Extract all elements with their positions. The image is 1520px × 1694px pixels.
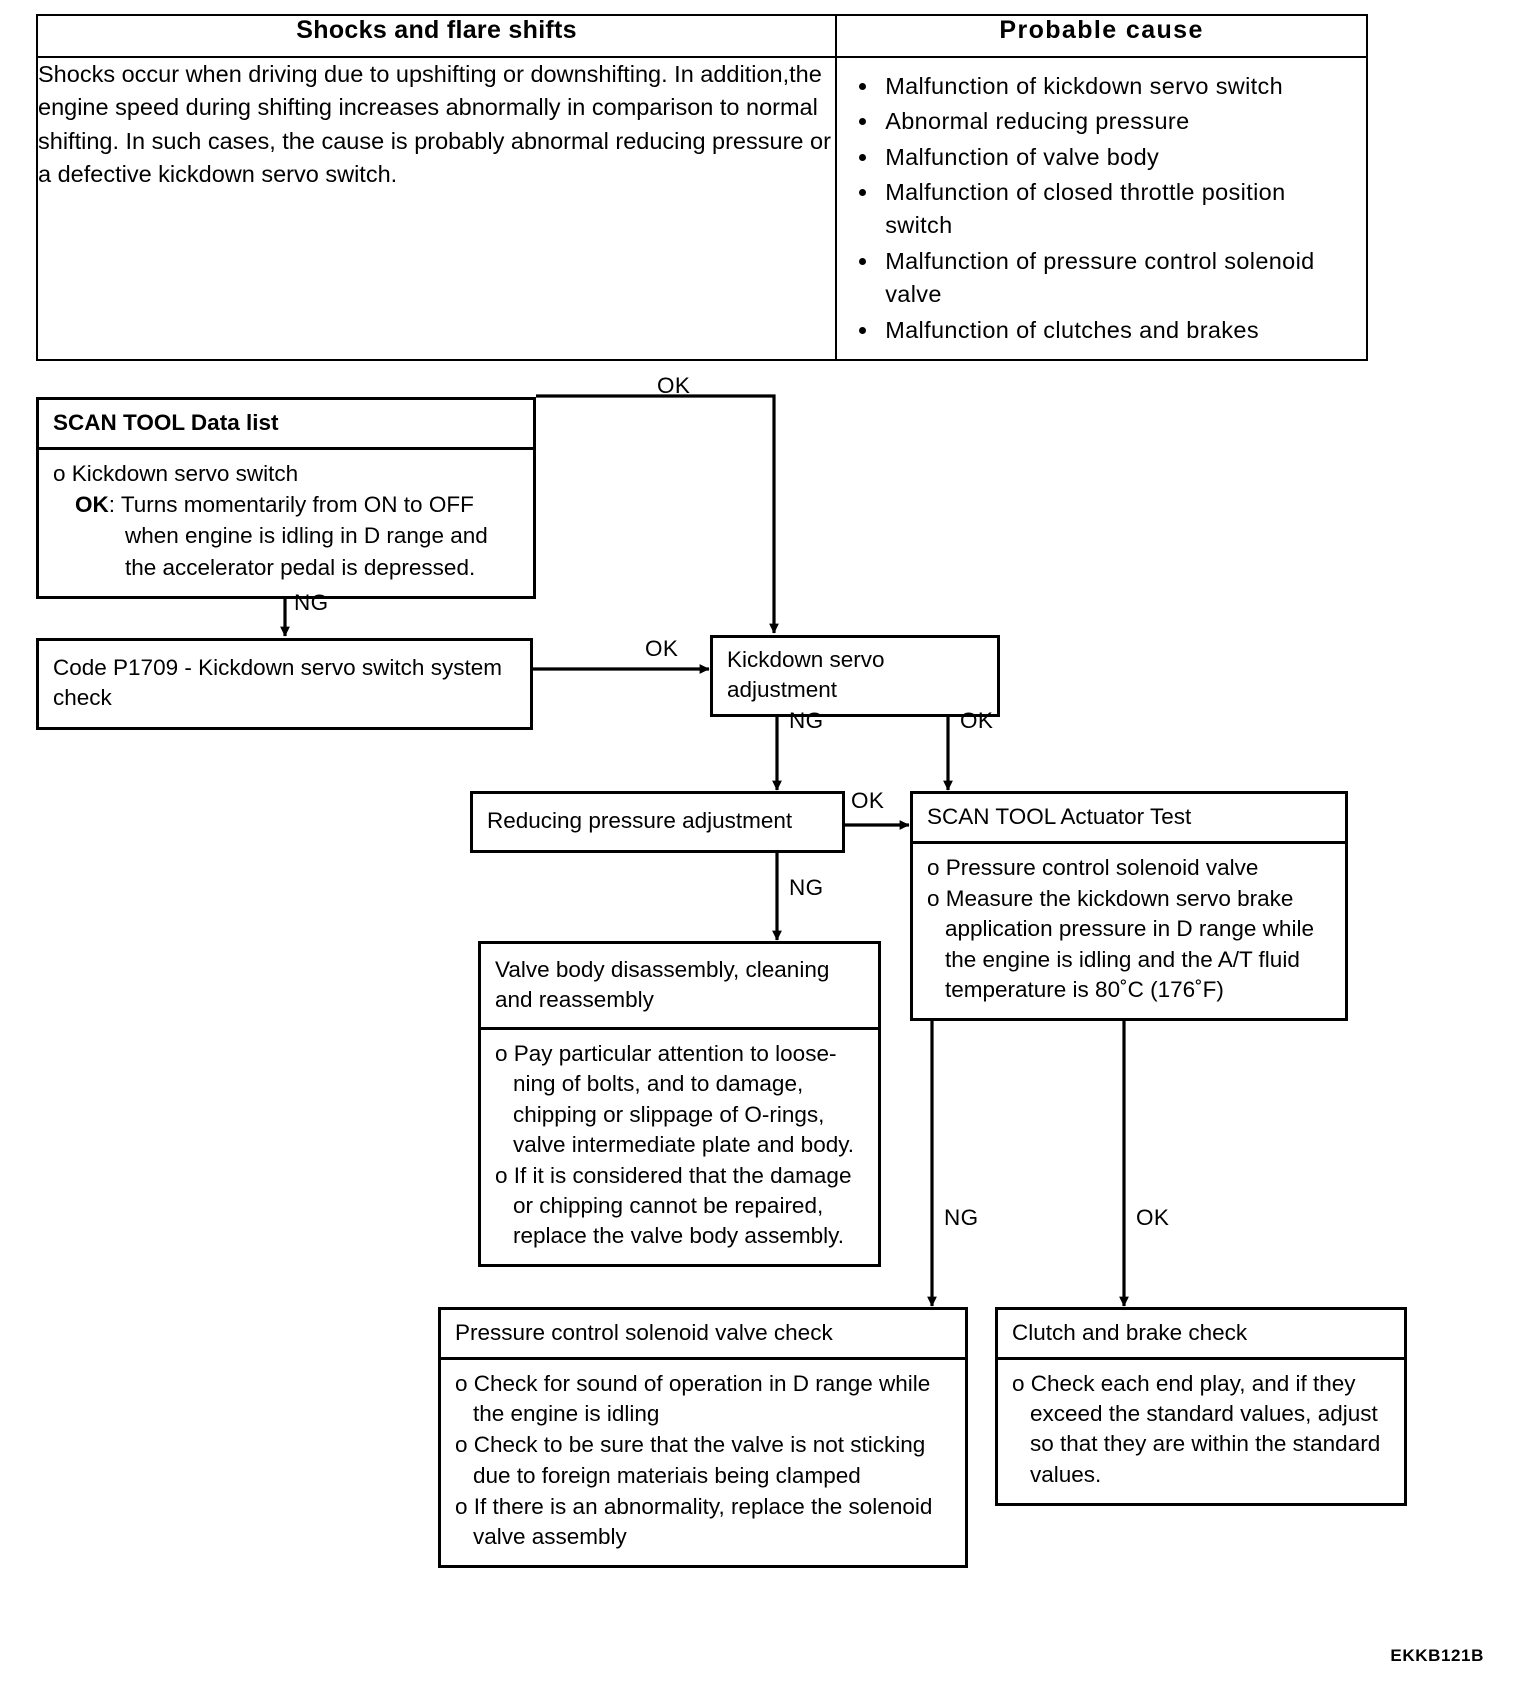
list-item: o If it is considered that the damage or… xyxy=(495,1162,852,1249)
box-title: SCAN TOOL Actuator Test xyxy=(913,794,1345,845)
box-reducing-pressure-adjustment[interactable]: Reducing pressure adjustment xyxy=(470,791,845,854)
box-body: o Pressure control solenoid valve o Meas… xyxy=(913,844,1345,1018)
box-body: o Check for sound of operation in D rang… xyxy=(441,1360,965,1565)
box-kickdown-servo-adjustment[interactable]: Kickdown servo adjustment xyxy=(710,635,1000,718)
ok-definition: : Turns momentarily from ON to OFF xyxy=(108,492,474,518)
symptom-description-cell: Shocks occur when driving due to upshift… xyxy=(35,56,838,361)
list-item-cont: the accelerator pedal is depressed. xyxy=(125,554,476,580)
probable-cause-list: Malfunction of kickdown servo switch Abn… xyxy=(837,58,1366,359)
edge-label-reducing-to-actuator: OK xyxy=(851,788,885,813)
edge-label-adjustment-to-reducing: NG xyxy=(789,708,824,733)
box-title: Pressure control solenoid valve check xyxy=(441,1310,965,1361)
box-title-line2: system check xyxy=(53,655,502,711)
box-title: Kickdown servo adjustment xyxy=(727,647,885,703)
table-body-row: Shocks occur when driving due to upshift… xyxy=(35,56,1368,361)
edge-label-datalist-to-adjustment: OK xyxy=(657,373,691,398)
edge-label-reducing-to-valvebody: NG xyxy=(789,875,824,900)
box-body: o Pay particular attention to loose- nin… xyxy=(481,1030,878,1264)
box-clutch-and-brake-check[interactable]: Clutch and brake check o Check each end … xyxy=(995,1307,1407,1506)
list-item: OK: Turns momentarily from ON to OFF xyxy=(53,490,523,520)
list-item: Malfunction of kickdown servo switch xyxy=(859,70,1356,103)
table-header-row: Shocks and flare shifts Probable cause xyxy=(35,14,1368,58)
edge-label-code-to-adjustment: OK xyxy=(645,636,679,661)
list-item-cont: when engine is idling in D range and xyxy=(125,523,488,549)
box-title: SCAN TOOL Data list xyxy=(39,400,533,451)
list-item: o Pay particular attention to loose- nin… xyxy=(495,1041,855,1157)
column-header-symptom: Shocks and flare shifts xyxy=(35,14,838,58)
box-body: o Check each end play, and if they excee… xyxy=(998,1360,1404,1503)
box-scan-tool-data-list[interactable]: SCAN TOOL Data list o Kickdown servo swi… xyxy=(36,397,536,599)
list-item: Malfunction of pressure control solenoid… xyxy=(859,245,1356,312)
box-title: Clutch and brake check xyxy=(998,1310,1404,1361)
box-title: Valve body disassembly, cleaning and rea… xyxy=(481,944,878,1031)
list-item: Abnormal reducing pressure xyxy=(859,105,1356,138)
symptom-table: Shocks and flare shifts Probable cause S… xyxy=(35,14,1368,361)
edge-label-actuator-to-clutch: OK xyxy=(1136,1205,1170,1230)
list-item: o Kickdown servo switch xyxy=(53,461,299,487)
probable-cause-cell: Malfunction of kickdown servo switch Abn… xyxy=(835,56,1368,361)
box-title: Reducing pressure adjustment xyxy=(487,808,793,833)
list-item: Malfunction of clutches and brakes xyxy=(859,314,1356,347)
box-pressure-control-solenoid-valve-check[interactable]: Pressure control solenoid valve check o … xyxy=(438,1307,968,1568)
figure-code: EKKB121B xyxy=(1390,1646,1484,1665)
list-item: Malfunction of closed throttle position … xyxy=(859,176,1356,243)
list-item: Malfunction of valve body xyxy=(859,141,1356,174)
box-body: o Kickdown servo switch OK: Turns moment… xyxy=(39,450,533,596)
symptom-description: Shocks occur when driving due to upshift… xyxy=(38,61,831,188)
box-body: Code P1709 - Kickdown servo switch syste… xyxy=(39,641,530,727)
list-item: o Pressure control solenoid valve xyxy=(927,855,1259,881)
list-item: o If there is an abnormality, replace th… xyxy=(455,1493,933,1549)
list-item: o Check to be sure that the valve is not… xyxy=(455,1432,926,1488)
box-title-line1: Code P1709 - Kickdown servo switch xyxy=(53,655,425,680)
list-item: o Check for sound of operation in D rang… xyxy=(455,1371,931,1427)
edge-label-actuator-to-solenoid: NG xyxy=(944,1205,979,1230)
list-item: o Measure the kickdown servo brake appli… xyxy=(927,886,1314,1002)
box-code-p1709-check[interactable]: Code P1709 - Kickdown servo switch syste… xyxy=(36,638,533,731)
column-header-probable-cause: Probable cause xyxy=(835,14,1368,58)
edge-label-adjustment-to-actuator: OK xyxy=(960,708,994,733)
box-valve-body-disassembly[interactable]: Valve body disassembly, cleaning and rea… xyxy=(478,941,881,1268)
list-item: o Check each end play, and if they excee… xyxy=(1012,1371,1381,1487)
ok-label: OK xyxy=(75,492,109,518)
edge-label-datalist-to-code: NG xyxy=(294,590,329,615)
box-scan-tool-actuator-test[interactable]: SCAN TOOL Actuator Test o Pressure contr… xyxy=(910,791,1348,1021)
